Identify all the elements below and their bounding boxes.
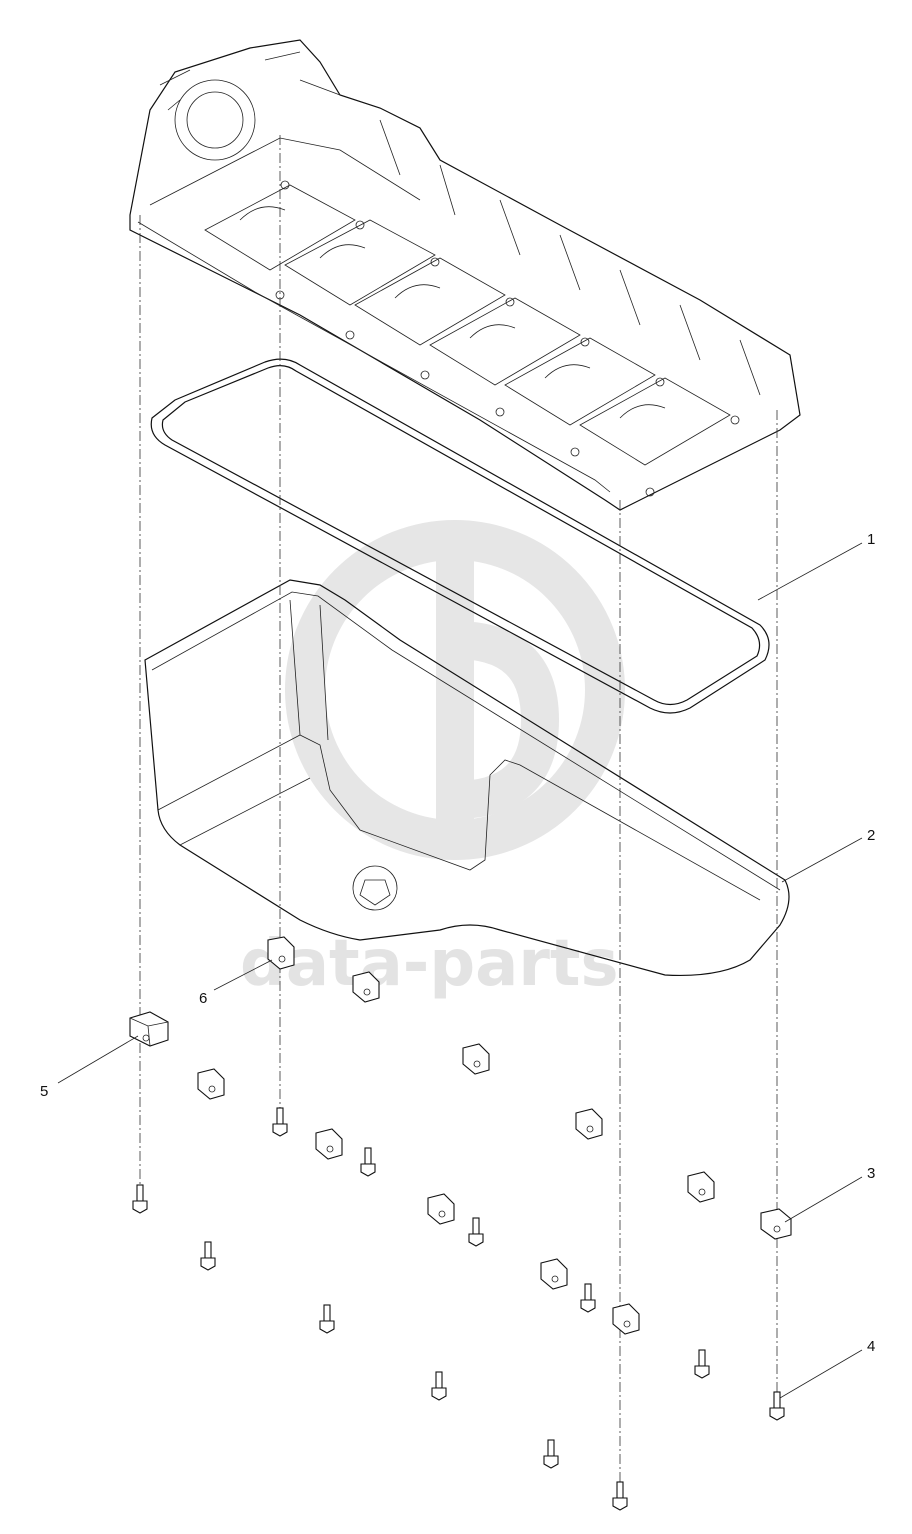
callout-5: 5 xyxy=(40,1083,48,1100)
engine-block-icon xyxy=(129,39,801,511)
bolts xyxy=(132,1107,785,1511)
callout-3: 3 xyxy=(867,1165,875,1182)
leader-line-2 xyxy=(781,837,863,883)
bolt-icon xyxy=(580,1283,596,1313)
bracket-icon xyxy=(687,1171,715,1203)
bolt-icon xyxy=(543,1439,559,1469)
bolt-icon xyxy=(431,1371,447,1401)
bolt-icon xyxy=(612,1481,628,1511)
watermark-logo-letter xyxy=(436,540,560,840)
gasket-icon xyxy=(150,358,770,714)
callout-4: 4 xyxy=(867,1338,875,1355)
bracket-icon xyxy=(612,1303,640,1335)
bolt-icon xyxy=(769,1391,785,1421)
brackets xyxy=(129,936,792,1335)
callout-1: 1 xyxy=(867,531,875,548)
leader-line-6 xyxy=(213,959,273,991)
leader-line-5 xyxy=(57,1035,139,1084)
bracket-icon xyxy=(315,1128,343,1160)
bracket-icon xyxy=(267,936,295,970)
watermark: data-parts xyxy=(240,520,625,1001)
bolt-icon xyxy=(200,1241,216,1271)
bolt-icon xyxy=(694,1349,710,1379)
watermark-text: data-parts xyxy=(240,927,619,1001)
bolt-icon xyxy=(360,1147,376,1177)
bracket-icon xyxy=(575,1108,603,1140)
leader-line-3 xyxy=(784,1176,863,1223)
bolt-icon xyxy=(132,1184,148,1214)
callouts: 1 2 3 4 5 6 xyxy=(40,531,875,1399)
bracket-icon xyxy=(540,1258,568,1290)
leader-line-4 xyxy=(779,1349,863,1399)
bracket-icon xyxy=(427,1193,455,1225)
oil-pan-icon xyxy=(144,579,790,976)
bracket-icon xyxy=(352,971,380,1003)
bolt-icon xyxy=(468,1217,484,1247)
bracket-icon xyxy=(197,1068,225,1100)
bracket-icon xyxy=(462,1043,490,1075)
leader-line-1 xyxy=(757,542,863,601)
bracket-icon xyxy=(760,1208,792,1240)
callout-6: 6 xyxy=(199,990,207,1007)
bolt-icon xyxy=(319,1304,335,1334)
bracket-icon xyxy=(129,1011,169,1047)
callout-2: 2 xyxy=(867,827,875,844)
bolt-icon xyxy=(272,1107,288,1137)
